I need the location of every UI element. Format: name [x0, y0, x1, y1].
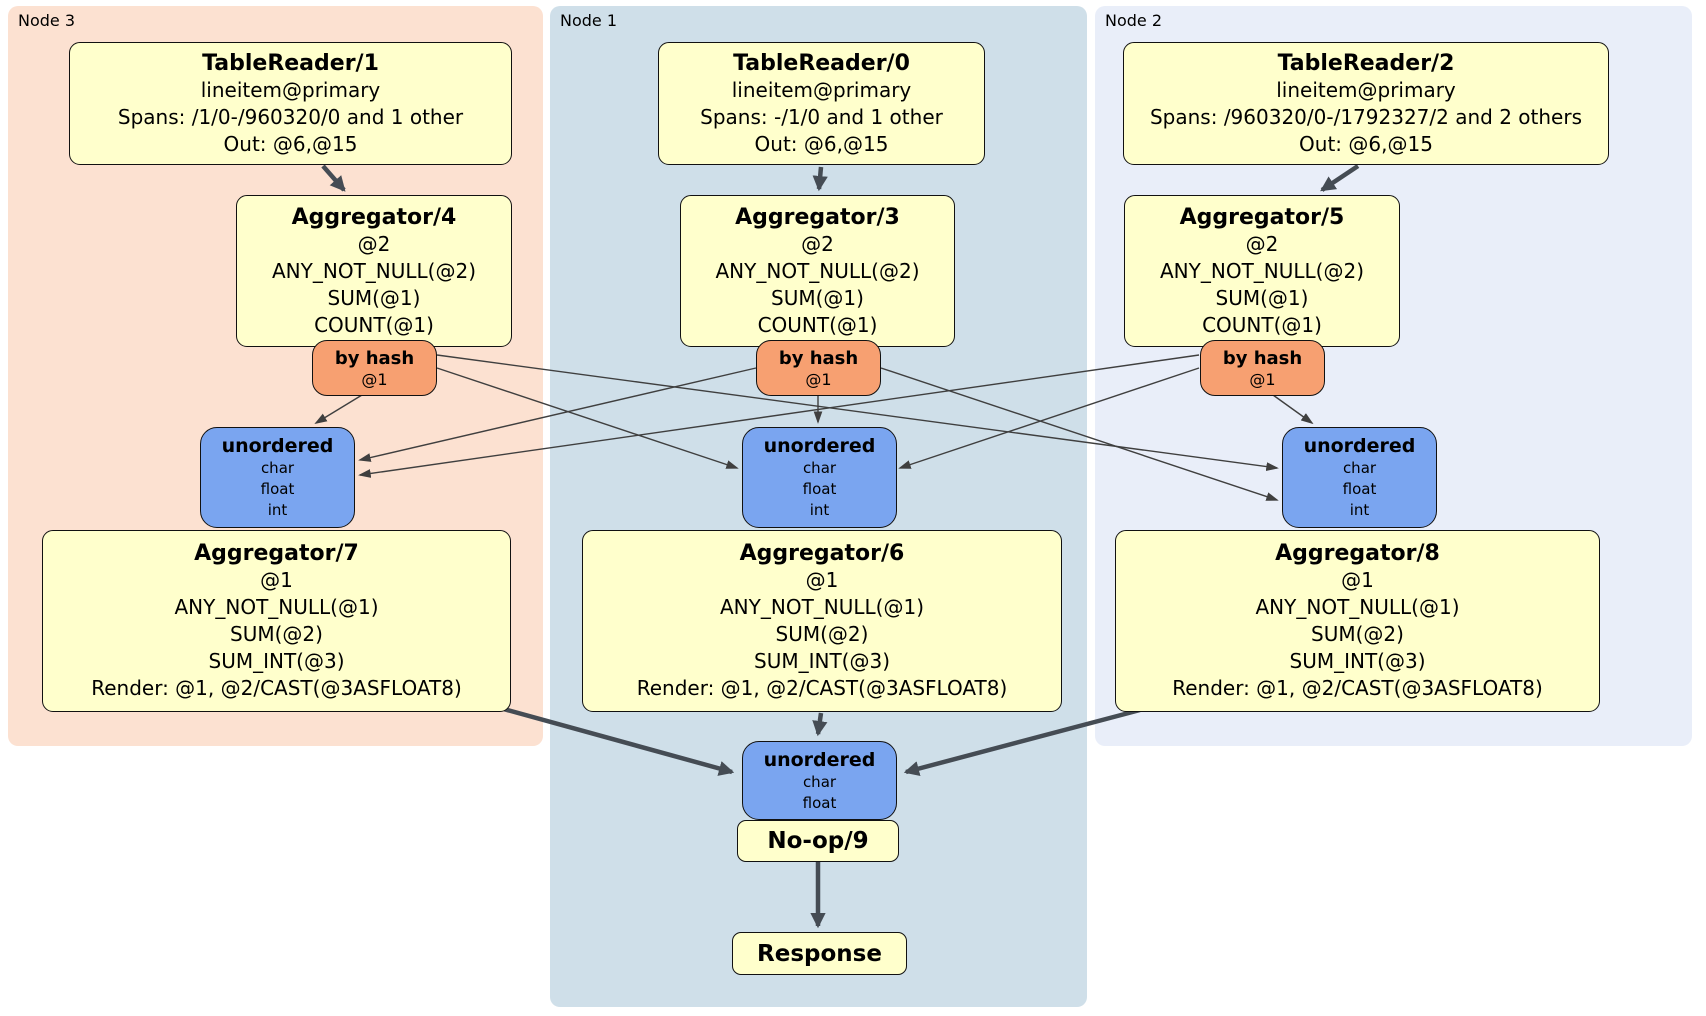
tablereader-1-out: Out: @6,@15 [223, 131, 358, 156]
router-node1-label: by hash [778, 347, 859, 369]
tablereader-0-out: Out: @6,@15 [754, 131, 889, 156]
aggregator-5-groupcols: @2 [1245, 231, 1279, 256]
stream-node3-col-float: float [260, 480, 295, 498]
stream-node3-label: unordered [221, 435, 334, 457]
aggregator-7-fn2: SUM(@2) [230, 622, 323, 646]
stream-final-col-char: char [802, 772, 837, 791]
stream-node1-col-char: char [802, 459, 837, 477]
stream-node3-col-int: int [267, 501, 288, 519]
aggregator-5-fn3: COUNT(@1) [1202, 312, 1322, 337]
router-by-hash-node1: by hash @1 [756, 340, 881, 396]
stream-node1-label: unordered [763, 435, 876, 457]
stream-node2-col-char: char [1342, 459, 1377, 477]
aggregator-6-groupcols: @1 [805, 568, 839, 592]
tablereader-2-spans: Spans: /960320/0-/1792327/2 and 2 others [1149, 104, 1582, 129]
tablereader-1-spans: Spans: /1/0-/960320/0 and 1 other [117, 104, 464, 129]
router-by-hash-node2: by hash @1 [1200, 340, 1325, 396]
aggregator-6-fn3: SUM_INT(@3) [754, 649, 890, 673]
node-tablereader-1: TableReader/1 lineitem@primary Spans: /1… [69, 42, 512, 165]
aggregator-3-fn2: SUM(@1) [771, 285, 864, 310]
aggregator-6-fn1: ANY_NOT_NULL(@1) [720, 595, 924, 619]
stream-final-label: unordered [763, 748, 876, 771]
stream-unordered-final: unordered char float [742, 741, 897, 820]
router-node2-detail: @1 [1249, 369, 1276, 389]
stream-unordered-node1: unordered char float int [742, 427, 897, 528]
aggregator-7-title: Aggregator/7 [194, 541, 359, 566]
noop-9-title: No-op/9 [767, 828, 869, 854]
tablereader-0-title: TableReader/0 [733, 50, 910, 76]
tablereader-2-out: Out: @6,@15 [1299, 131, 1433, 156]
node-tablereader-0: TableReader/0 lineitem@primary Spans: -/… [658, 42, 985, 165]
tablereader-0-spans: Spans: -/1/0 and 1 other [700, 104, 943, 129]
aggregator-6-fn2: SUM(@2) [775, 622, 869, 646]
tablereader-2-title: TableReader/2 [1277, 50, 1455, 76]
tablereader-0-index: lineitem@primary [731, 77, 912, 102]
panel-node-3-label: Node 3 [18, 11, 76, 30]
stream-node1-col-float: float [802, 480, 837, 498]
aggregator-8-fn2: SUM(@2) [1311, 622, 1404, 646]
aggregator-8-title: Aggregator/8 [1275, 541, 1440, 566]
node-aggregator-8: Aggregator/8 @1 ANY_NOT_NULL(@1) SUM(@2)… [1115, 530, 1600, 712]
aggregator-3-fn3: COUNT(@1) [757, 312, 878, 337]
stream-node2-label: unordered [1303, 435, 1416, 457]
aggregator-7-fn3: SUM_INT(@3) [208, 649, 345, 673]
tablereader-1-title: TableReader/1 [202, 50, 379, 76]
stream-node3-col-char: char [260, 459, 295, 477]
stream-node1-col-int: int [809, 501, 830, 519]
node-aggregator-4: Aggregator/4 @2 ANY_NOT_NULL(@2) SUM(@1)… [236, 195, 512, 347]
stream-unordered-node3: unordered char float int [200, 427, 355, 528]
router-node3-detail: @1 [361, 369, 388, 389]
aggregator-4-groupcols: @2 [357, 231, 391, 256]
aggregator-7-render: Render: @1, @2/CAST(@3ASFLOAT8) [91, 676, 462, 700]
node-aggregator-3: Aggregator/3 @2 ANY_NOT_NULL(@2) SUM(@1)… [680, 195, 955, 347]
aggregator-6-render: Render: @1, @2/CAST(@3ASFLOAT8) [636, 676, 1008, 700]
stream-final-col-float: float [802, 793, 837, 812]
router-node1-detail: @1 [805, 369, 832, 389]
router-by-hash-node3: by hash @1 [312, 340, 437, 396]
panel-node-1-label: Node 1 [560, 11, 618, 30]
stream-unordered-node2: unordered char float int [1282, 427, 1437, 528]
aggregator-7-groupcols: @1 [260, 568, 293, 592]
stream-node2-col-float: float [1342, 480, 1377, 498]
node-tablereader-2: TableReader/2 lineitem@primary Spans: /9… [1123, 42, 1609, 165]
aggregator-5-fn1: ANY_NOT_NULL(@2) [1160, 258, 1364, 283]
node-aggregator-6: Aggregator/6 @1 ANY_NOT_NULL(@1) SUM(@2)… [582, 530, 1062, 712]
tablereader-1-index: lineitem@primary [200, 77, 381, 102]
aggregator-3-title: Aggregator/3 [735, 204, 900, 230]
node-aggregator-5: Aggregator/5 @2 ANY_NOT_NULL(@2) SUM(@1)… [1124, 195, 1400, 347]
node-response: Response [732, 932, 907, 975]
router-node3-label: by hash [334, 347, 415, 369]
aggregator-8-groupcols: @1 [1341, 568, 1374, 592]
aggregator-4-fn3: COUNT(@1) [314, 312, 434, 337]
aggregator-4-title: Aggregator/4 [291, 204, 457, 230]
aggregator-5-title: Aggregator/5 [1179, 204, 1345, 230]
panel-node-2-label: Node 2 [1105, 11, 1163, 30]
node-noop-9: No-op/9 [737, 820, 899, 862]
node-aggregator-7: Aggregator/7 @1 ANY_NOT_NULL(@1) SUM(@2)… [42, 530, 511, 712]
router-node2-label: by hash [1222, 347, 1303, 369]
aggregator-6-title: Aggregator/6 [739, 541, 905, 566]
aggregator-3-groupcols: @2 [801, 231, 834, 256]
aggregator-4-fn2: SUM(@1) [327, 285, 421, 310]
aggregator-3-fn1: ANY_NOT_NULL(@2) [715, 258, 920, 283]
aggregator-8-fn3: SUM_INT(@3) [1289, 649, 1426, 673]
response-title: Response [757, 940, 882, 967]
tablereader-2-index: lineitem@primary [1276, 77, 1456, 102]
aggregator-4-fn1: ANY_NOT_NULL(@2) [272, 258, 476, 283]
aggregator-7-fn1: ANY_NOT_NULL(@1) [174, 595, 379, 619]
aggregator-8-fn1: ANY_NOT_NULL(@1) [1255, 595, 1460, 619]
stream-node2-col-int: int [1349, 501, 1370, 519]
aggregator-5-fn2: SUM(@1) [1215, 285, 1309, 310]
aggregator-8-render: Render: @1, @2/CAST(@3ASFLOAT8) [1172, 676, 1543, 700]
